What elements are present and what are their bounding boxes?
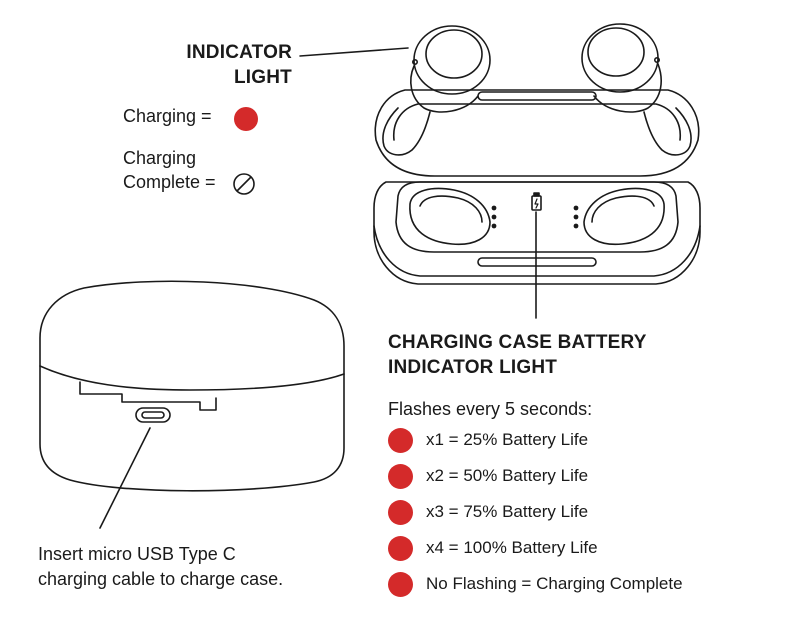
left-earbud: [382, 25, 491, 156]
charging-complete-label-line1: Charging: [123, 148, 197, 168]
charging-complete-label-line2: Complete =: [123, 172, 216, 192]
red-dot-icon: [388, 572, 413, 597]
right-earbud: [581, 23, 692, 156]
legend-item-label: x4 = 100% Battery Life: [426, 538, 598, 557]
usb-instruction-line1: Insert micro USB Type C: [38, 544, 236, 564]
indicator-title-line2: LIGHT: [234, 67, 292, 88]
legend-item-label: x2 = 50% Battery Life: [426, 466, 589, 485]
case-indicator-title: CHARGING CASE BATTERY INDICATOR LIGHT: [388, 330, 647, 380]
red-dot-icon: [234, 107, 258, 131]
flash-intro-text: Flashes every 5 seconds:: [388, 399, 593, 419]
red-dot-icon: [388, 536, 413, 561]
case-base: [373, 181, 701, 285]
indicator-title-line1: INDICATOR: [186, 42, 292, 63]
cradle-led-dots: [491, 205, 579, 229]
case-title-line1: CHARGING CASE BATTERY: [388, 332, 647, 353]
indicator-light-title: INDICATOR LIGHT: [186, 40, 292, 90]
circle-slash-icon: [233, 173, 255, 195]
legend-item-label: x1 = 25% Battery Life: [426, 430, 589, 449]
usb-instruction-line2: charging cable to charge case.: [38, 569, 284, 589]
charging-label: Charging =: [123, 106, 212, 126]
red-dot-icon: [388, 428, 413, 453]
usb-leader-line: [99, 427, 151, 529]
case-title-line2: INDICATOR LIGHT: [388, 357, 558, 378]
indicator-leader-line: [299, 47, 409, 57]
red-dot-icon: [388, 464, 413, 489]
legend-item-label: No Flashing = Charging Complete: [426, 574, 683, 593]
red-dot-icon: [388, 500, 413, 525]
closed-case: [39, 280, 345, 492]
legend-item-label: x3 = 75% Battery Life: [426, 502, 589, 521]
